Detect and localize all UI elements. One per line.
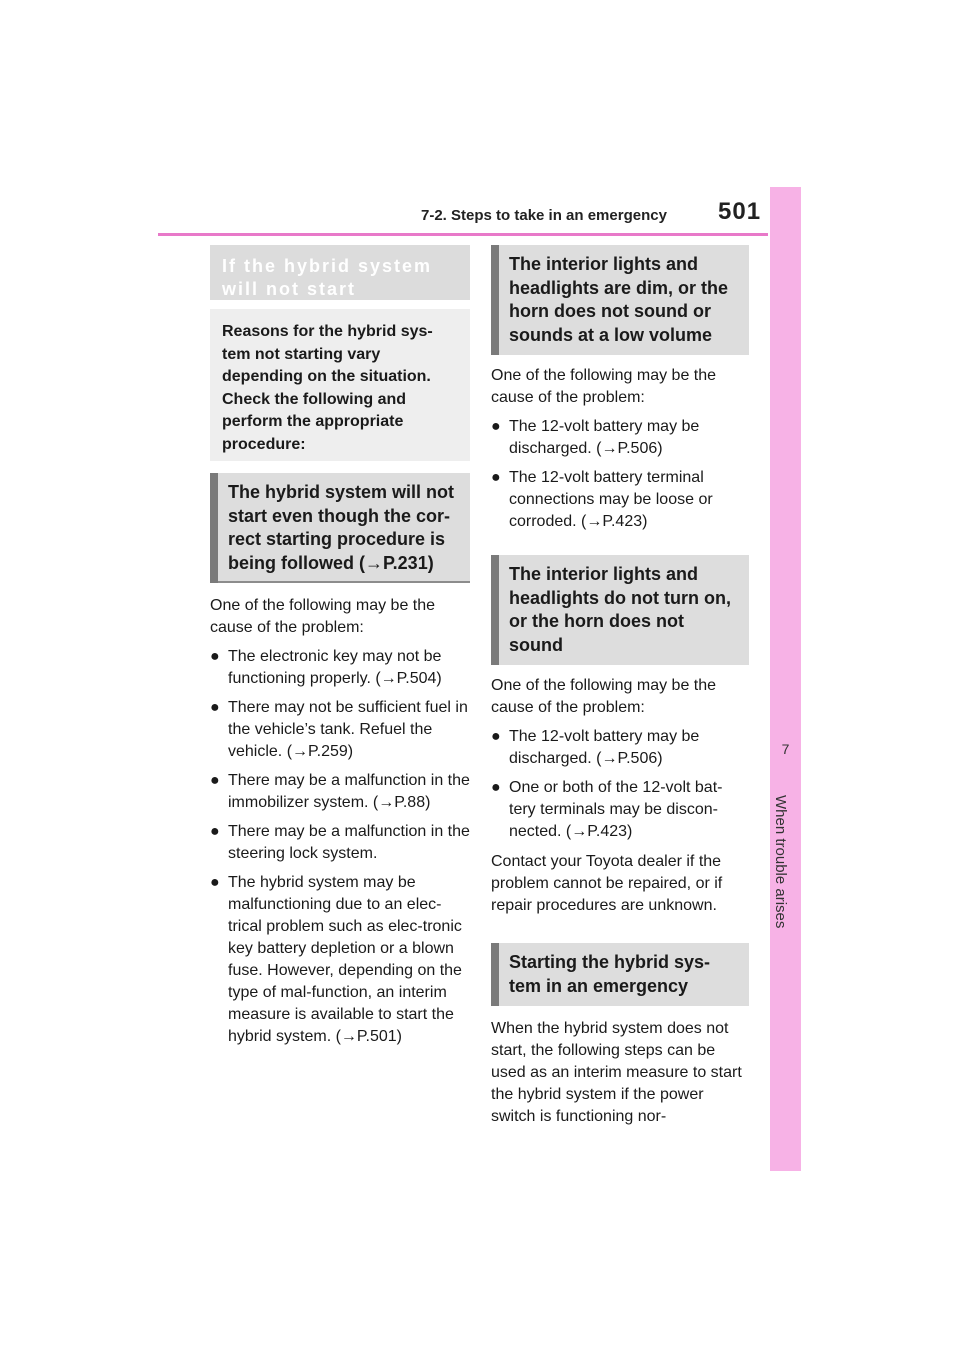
bullet-item: ● The hybrid system may be malfunctioning… — [210, 872, 470, 1048]
bullet-text: One or both of the 12-volt bat-tery term… — [509, 779, 723, 840]
subheading-no-lights: The interior lights and headlights do no… — [491, 555, 749, 665]
bullet-text: The electronic key may not be functionin… — [228, 648, 442, 687]
bullet-text: The hybrid system may be malfunctioning … — [228, 874, 462, 1045]
cause-intro-3: One of the following may be the cause of… — [491, 677, 717, 716]
chapter-number: 7 — [781, 741, 790, 757]
subheading-correct-procedure: The hybrid system will not start even th… — [210, 473, 470, 583]
subheading-dim-lights: The interior lights and headlights are d… — [491, 245, 749, 355]
bullet-glyph: ● — [210, 772, 220, 789]
bullet-glyph: ● — [491, 779, 501, 796]
header-rule — [158, 233, 768, 236]
bullet-glyph: ● — [210, 823, 220, 840]
bullet-text: The 12-volt battery may be discharged. (… — [509, 728, 700, 767]
bullet-text: There may not be sufficient fuel in the … — [228, 699, 468, 760]
page-number: 501 — [718, 198, 762, 225]
intro-box: Reasons for the hybrid sys-tem not start… — [210, 309, 470, 461]
bullet-text: The 12-volt battery may be discharged. (… — [509, 418, 700, 457]
bullet-item: ● The electronic key may not be functioni… — [210, 646, 470, 690]
section-title: 7-2. Steps to take in an emergency — [421, 207, 667, 224]
bullet-text: The 12-volt battery terminal connections… — [509, 469, 713, 530]
subheading-emergency-start: Starting the hybrid sys-tem in an emerge… — [491, 943, 749, 1006]
bullet-glyph: ● — [210, 874, 220, 891]
bullet-item: ● There may be a malfunction in the steer… — [210, 821, 470, 865]
bullet-item: ● There may be a malfunction in the immob… — [210, 770, 470, 814]
dealer-contact-text: Contact your Toyota dealer if the proble… — [491, 853, 723, 914]
chapter-label: When trouble arises — [772, 795, 789, 929]
bullet-item: ● The 12-volt battery may be discharged. … — [491, 726, 749, 770]
bullet-text: There may be a malfunction in the immobi… — [228, 772, 470, 811]
right-column: The interior lights and headlights are d… — [491, 245, 749, 1128]
bullet-glyph: ● — [491, 418, 501, 435]
left-column: If the hybrid system will not start Reas… — [210, 245, 470, 1048]
chapter-side-tab[interactable] — [770, 187, 801, 1171]
emergency-start-text: When the hybrid system does not start, t… — [491, 1020, 742, 1125]
bullet-glyph: ● — [210, 699, 220, 716]
bullet-glyph: ● — [491, 469, 501, 486]
section-heading: If the hybrid system will not start — [210, 245, 470, 300]
cause-list-3: ● The 12-volt battery may be discharged. … — [491, 726, 749, 843]
cause-list: ● The electronic key may not be functioni… — [210, 646, 470, 1048]
bullet-text: There may be a malfunction in the steeri… — [228, 823, 470, 862]
bullet-item: ● The 12-volt battery may be discharged. … — [491, 416, 749, 460]
cause-intro: One of the following may be the cause of… — [210, 597, 436, 636]
cause-list-2: ● The 12-volt battery may be discharged. … — [491, 416, 749, 533]
bullet-glyph: ● — [210, 648, 220, 665]
bullet-glyph: ● — [491, 728, 501, 745]
bullet-item: ● One or both of the 12-volt bat-tery ter… — [491, 777, 749, 843]
bullet-item: ● The 12-volt battery terminal connection… — [491, 467, 749, 533]
bullet-item: ● There may not be sufficient fuel in the… — [210, 697, 470, 763]
cause-intro-2: One of the following may be the cause of… — [491, 367, 717, 406]
